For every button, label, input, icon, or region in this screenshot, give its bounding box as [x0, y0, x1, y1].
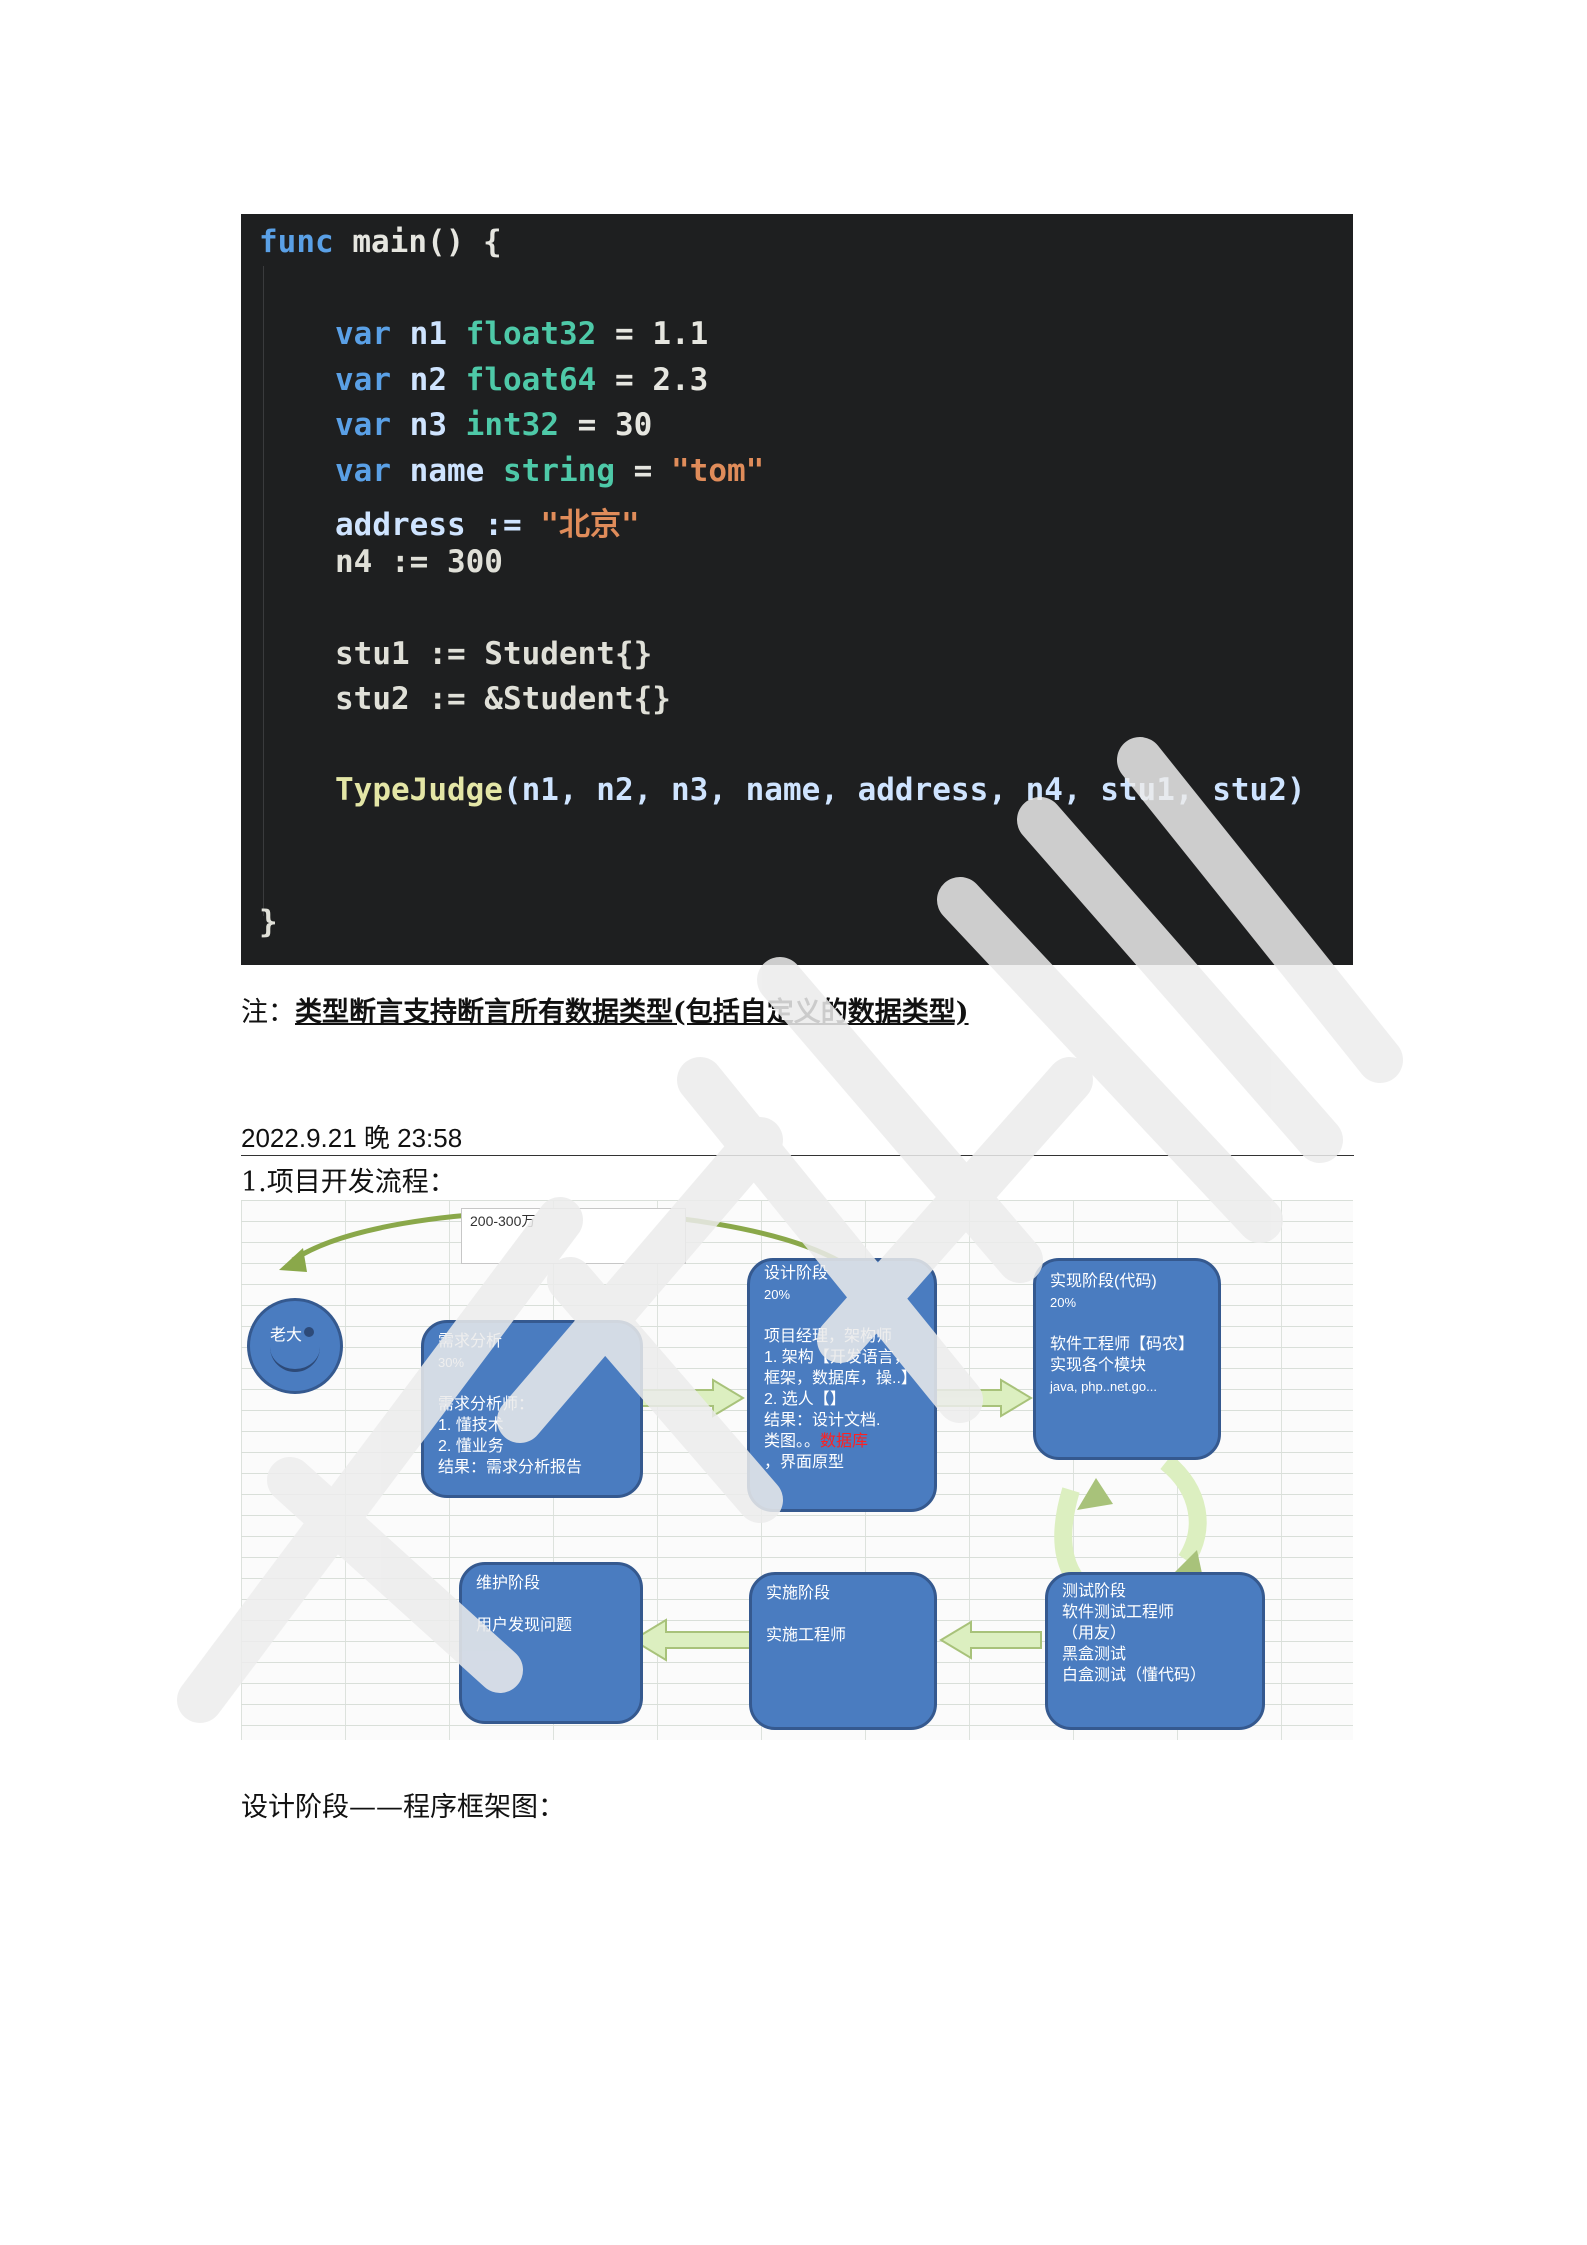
code-line-n4: n4 := 300: [335, 544, 503, 580]
box-testing: 测试阶段 软件测试工程师 （用友） 黑盒测试 白盒测试（懂代码）: [1045, 1572, 1265, 1730]
cycle-arrow-left-head: [1077, 1478, 1113, 1510]
arrow-deploy-to-maintain: [631, 1618, 757, 1662]
indent-guide: [263, 266, 264, 916]
boss-label: 老大: [270, 1327, 303, 1344]
code-line-close: }: [259, 904, 278, 940]
note-prefix: 注：: [241, 997, 295, 1028]
price-label: 200-300万: [461, 1208, 686, 1264]
boss-mouth: [270, 1347, 320, 1372]
note-text: 类型断言支持断言所有数据类型(包括自定义的数据类型): [295, 997, 969, 1028]
arrow-req-to-design: [632, 1378, 745, 1418]
code-line-stu2: stu2 := &Student{}: [335, 681, 671, 717]
curve-arrow-head: [279, 1248, 307, 1272]
boss-face: 老大: [247, 1298, 343, 1394]
box-implement: 实现阶段(代码) 20% 软件工程师【码农】 实现各个模块 java, php.…: [1033, 1258, 1221, 1460]
dev-process-diagram: 200-300万 老大 需求分析 30% 需求分析师： 1. 懂技术 2. 懂业…: [241, 1200, 1353, 1740]
timestamp: 2022.9.21 晚 23:58: [241, 1123, 463, 1153]
box-deploy: 实施阶段 实施工程师: [749, 1572, 937, 1730]
note-paragraph: 注：类型断言支持断言所有数据类型(包括自定义的数据类型): [241, 990, 969, 1029]
cycle-arrow-right: [1160, 1454, 1207, 1565]
code-line-n3: var n3 int32 = 30: [335, 407, 653, 443]
code-line-n2: var n2 float64 = 2.3: [335, 362, 709, 398]
box-requirements: 需求分析 30% 需求分析师： 1. 懂技术 2. 懂业务 结果：需求分析报告: [421, 1320, 643, 1498]
divider: [241, 1155, 1354, 1156]
code-line-address: address := "北京": [335, 507, 640, 543]
section-title: 1.项目开发流程：: [241, 1167, 456, 1198]
boss-eye: [304, 1327, 314, 1337]
arrow-design-to-impl: [920, 1378, 1033, 1418]
arrow-test-to-deploy: [939, 1620, 1042, 1660]
code-line-stu1: stu1 := Student{}: [335, 636, 653, 672]
code-screenshot: func main() { var n1 float32 = 1.1 var n…: [241, 214, 1353, 965]
box-design: 设计阶段 20% 项目经理，架构师 1. 架构【开发语言， 框架，数据库，操..…: [747, 1258, 937, 1512]
code-line-n1: var n1 float32 = 1.1: [335, 316, 709, 352]
code-line-typejudge: TypeJudge(n1, n2, n3, name, address, n4,…: [335, 772, 1306, 808]
box-maintain: 维护阶段 用户发现问题: [459, 1562, 643, 1724]
code-line-name: var name string = "tom": [335, 453, 765, 489]
cycle-arrow-right-head: [1171, 1550, 1203, 1578]
design-caption: 设计阶段——程序框架图：: [241, 1792, 565, 1823]
code-line-func: func main() {: [259, 224, 502, 260]
